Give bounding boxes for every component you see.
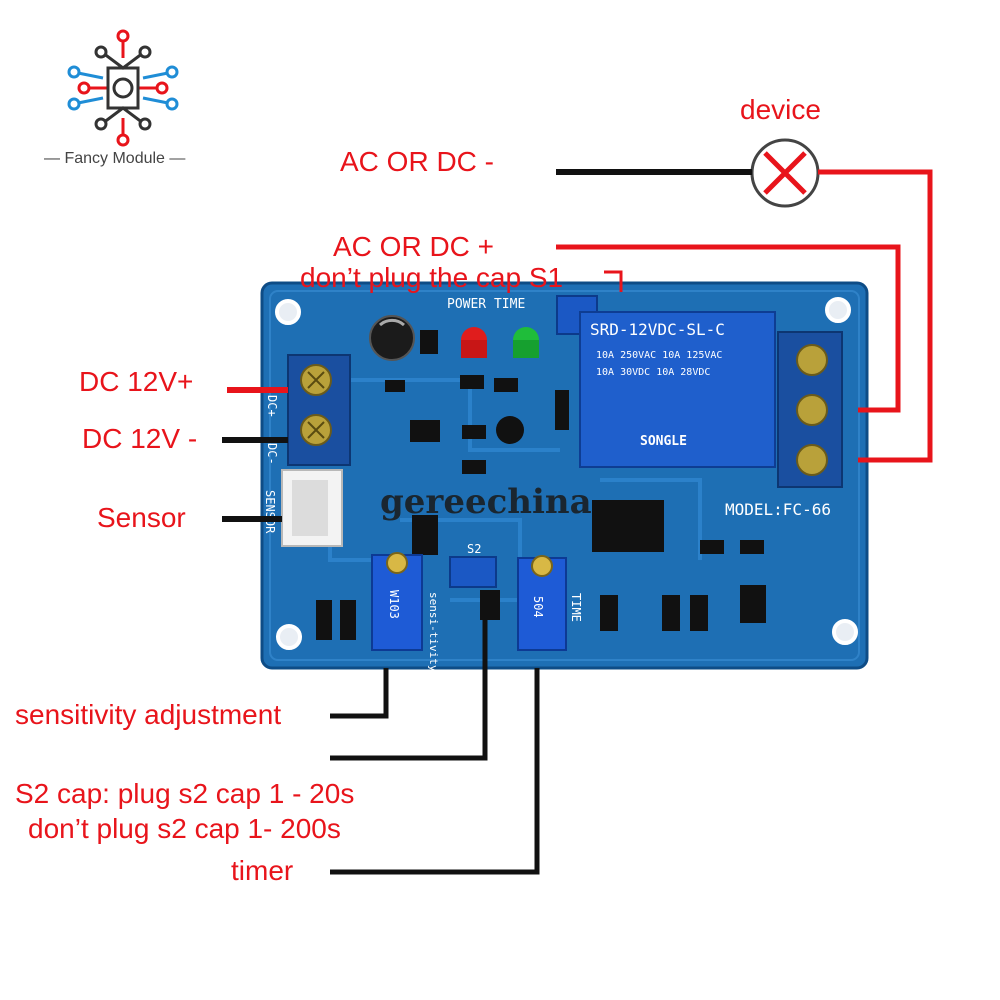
power-time-silk: POWER TIME — [447, 297, 525, 312]
relay-brand: SONGLE — [640, 434, 687, 449]
ac-dc-minus-label: AC OR DC - — [340, 146, 494, 177]
sensor-silk: SENSOR — [263, 490, 277, 534]
relay-spec2: 10A 30VDC 10A 28VDC — [596, 367, 710, 378]
s2-cap-line1-label: S2 cap: plug s2 cap 1 - 20s — [15, 778, 355, 809]
logo-brand: — Fancy Module — — [44, 150, 186, 167]
model-silk: MODEL:FC-66 — [725, 500, 831, 519]
time-silk: TIME — [569, 593, 583, 622]
dc-12v-plus-label: DC 12V+ — [79, 366, 194, 397]
s1-note-label: don’t plug the cap S1 — [300, 262, 564, 293]
pot2-code: 504 — [531, 596, 545, 618]
device-lamp-icon — [750, 138, 820, 208]
dc-minus-silk: DC- — [265, 443, 279, 465]
s2-silk: S2 — [467, 542, 481, 556]
s2-cap-line2-label: don’t plug s2 cap 1- 200s — [28, 813, 341, 844]
device-label: device — [740, 94, 821, 125]
relay-spec1: 10A 250VAC 10A 125VAC — [596, 350, 722, 361]
watermark: gereechina — [380, 482, 592, 522]
ac-dc-plus-label: AC OR DC + — [333, 231, 495, 262]
relay-model: SRD-12VDC-SL-C — [590, 320, 725, 339]
pot1-code: W103 — [387, 590, 401, 619]
dc-12v-minus-label: DC 12V - — [82, 423, 198, 454]
sensor-label: Sensor — [97, 502, 186, 533]
sensitivity-label: sensitivity adjustment — [15, 699, 282, 730]
timer-label: timer — [231, 855, 294, 886]
sensitivity-silk: sensi-tivity — [427, 592, 440, 672]
circuit-node-icon — [67, 29, 179, 147]
dc-plus-silk: DC+ — [265, 395, 279, 417]
